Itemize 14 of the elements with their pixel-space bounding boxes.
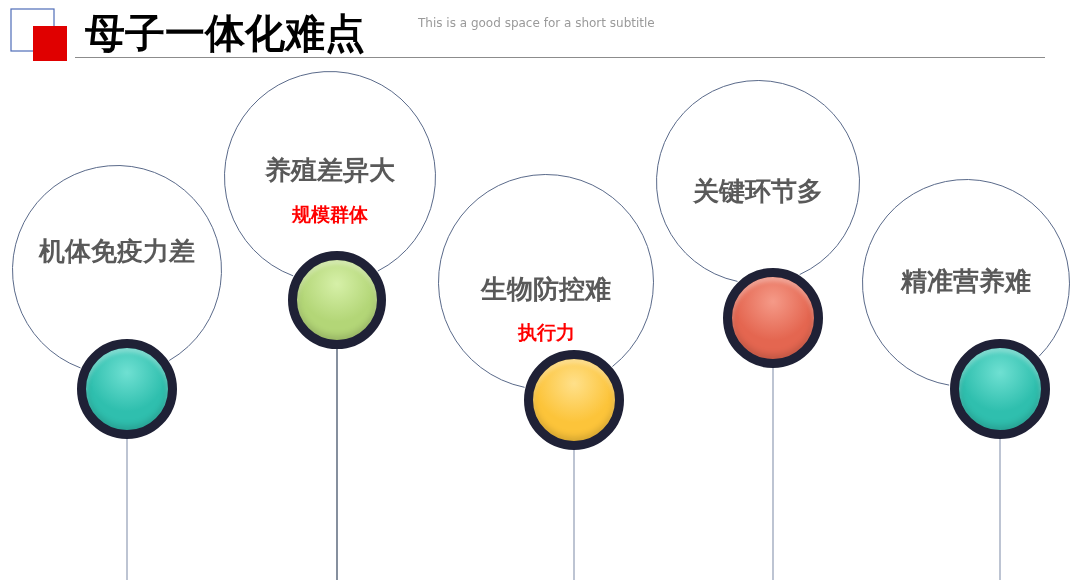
connector-line	[573, 449, 575, 580]
topic-label: 机体免疫力差	[39, 235, 195, 267]
topic-label: 生物防控难	[481, 273, 611, 305]
connector-line	[336, 348, 338, 580]
topic-label: 关键环节多	[693, 175, 823, 207]
connector-line	[999, 438, 1001, 580]
topic-label: 精准营养难	[901, 265, 1031, 297]
keyword-label: 规模群体	[292, 202, 368, 226]
connector-line	[126, 438, 128, 580]
topic-label: 养殖差异大	[265, 154, 395, 186]
slide-title: 母子一体化难点	[85, 9, 365, 58]
keyword-label: 执行力	[517, 320, 575, 344]
subtitle-text: This is a good space for a short subtitle	[418, 15, 655, 31]
connector-line	[772, 367, 774, 580]
